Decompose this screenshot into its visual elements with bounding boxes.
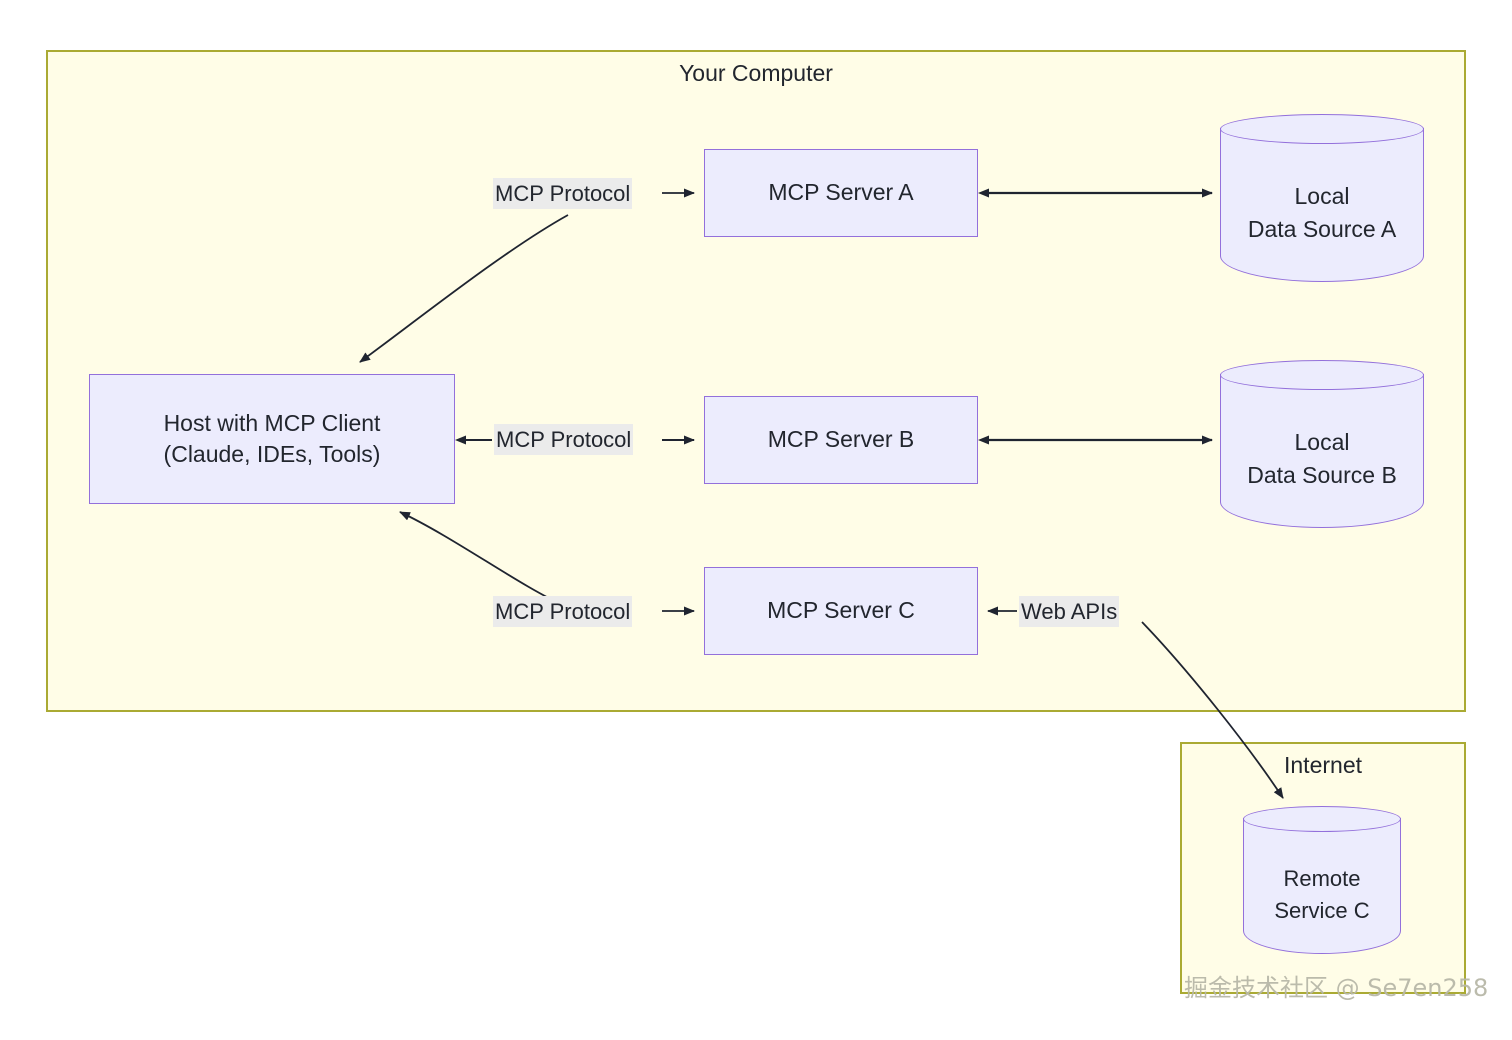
node-host-line2: (Claude, IDEs, Tools) <box>163 441 381 467</box>
edge-label-protocol-b: MCP Protocol <box>494 424 634 456</box>
node-local-data-source-b-line1: Local <box>1294 428 1350 455</box>
node-local-data-source-b-line2: Data Source B <box>1247 462 1397 488</box>
cylinder-top <box>1220 360 1424 390</box>
node-local-data-source-a-line1: Local <box>1294 182 1350 209</box>
node-mcp-server-c-label: MCP Server C <box>767 597 915 624</box>
node-local-data-source-b-label: Local Data Source B <box>1220 390 1424 528</box>
edge-label-protocol-c: MCP Protocol <box>493 596 633 628</box>
node-host-with-mcp-client[interactable]: Host with MCP Client (Claude, IDEs, Tool… <box>89 374 455 504</box>
container-internet-title: Internet <box>1284 752 1362 778</box>
node-local-data-source-b[interactable]: Local Data Source B <box>1220 360 1424 528</box>
node-mcp-server-b-label: MCP Server B <box>767 426 915 453</box>
edge-label-web-apis: Web APIs <box>1019 596 1120 628</box>
node-mcp-server-c[interactable]: MCP Server C <box>704 567 978 655</box>
edge-label-protocol-a: MCP Protocol <box>493 178 633 210</box>
node-local-data-source-a-label: Local Data Source A <box>1220 144 1424 282</box>
node-remote-service-c-label: Remote Service C <box>1243 836 1401 954</box>
cylinder-top <box>1220 114 1424 144</box>
node-local-data-source-a[interactable]: Local Data Source A <box>1220 114 1424 282</box>
node-local-data-source-a-line2: Data Source A <box>1247 216 1397 242</box>
node-mcp-server-b[interactable]: MCP Server B <box>704 396 978 484</box>
cylinder-top <box>1243 806 1401 832</box>
container-your-computer-title: Your Computer <box>679 60 833 86</box>
node-remote-service-c-line1: Remote <box>1283 866 1361 892</box>
node-host-line1: Host with MCP Client <box>163 409 381 436</box>
node-mcp-server-a[interactable]: MCP Server A <box>704 149 978 237</box>
node-remote-service-c-line2: Service C <box>1274 898 1370 923</box>
watermark: 掘金技术社区 @ Se7en258 <box>1184 974 1489 1002</box>
node-mcp-server-a-label: MCP Server A <box>768 179 914 206</box>
node-remote-service-c[interactable]: Remote Service C <box>1243 806 1401 954</box>
